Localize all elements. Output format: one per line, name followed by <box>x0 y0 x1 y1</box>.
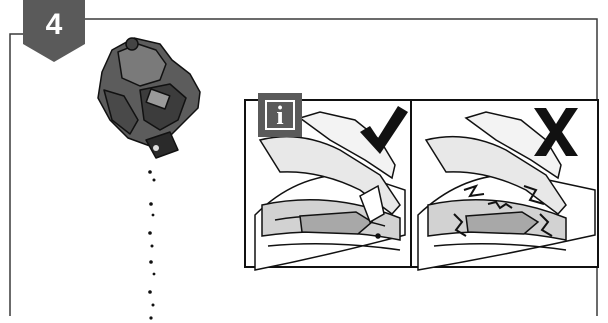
info-icon: i <box>258 93 302 137</box>
robot-mower-icon <box>98 38 200 158</box>
dotted-trail <box>148 170 155 319</box>
info-glyph: i <box>265 100 295 130</box>
step-number: 4 <box>23 7 85 43</box>
